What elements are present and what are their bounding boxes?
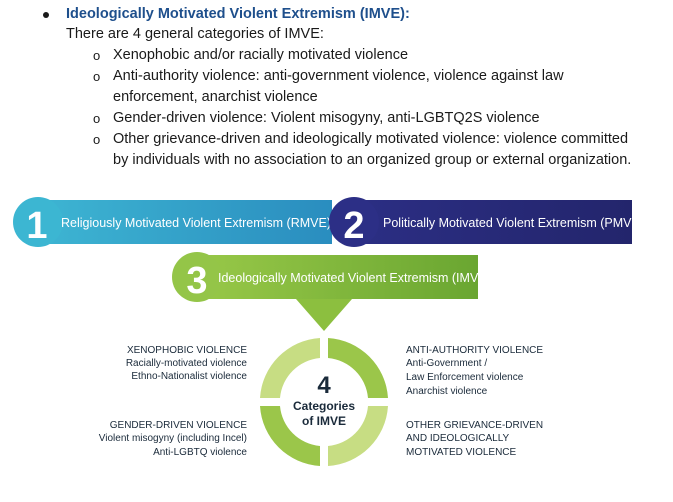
quadrant-anti-authority: ANTI-AUTHORITY VIOLENCE Anti-Government … (406, 345, 543, 397)
quadrant-other-grievance: OTHER GRIEVANCE-DRIVEN AND IDEOLOGICALLY… (406, 420, 543, 458)
quadrant-line: Law Enforcement violence (406, 372, 524, 383)
list-item-continuation: by individuals with no association to an… (113, 152, 632, 168)
banner-imve-label: Ideologically Motivated Violent Extremis… (218, 271, 491, 285)
banner-pmve: 2 Politically Motivated Violent Extremis… (329, 197, 644, 247)
banner-rmve-number: 1 (26, 205, 47, 247)
center-number: 4 (317, 372, 331, 399)
quadrant-line: Racially-motivated violence (126, 358, 248, 369)
banner-pmve-shape (330, 200, 632, 244)
banner-imve-circle (172, 252, 222, 302)
center-line2: of IMVE (302, 414, 346, 428)
quadrant-line: Anarchist violence (406, 386, 488, 397)
list-item: Other grievance-driven and ideologically… (113, 131, 629, 147)
banner-imve-shape (173, 255, 478, 299)
quadrant-title: XENOPHOBIC VIOLENCE (127, 345, 247, 356)
banner-imve-number: 3 (186, 260, 207, 302)
ring-segment-top-right (328, 338, 388, 398)
quadrant-gender-driven: GENDER-DRIVEN VIOLENCE Violent misogyny … (99, 420, 248, 458)
ring-segment-top-left (260, 338, 320, 398)
list-item: Anti-authority violence: anti-government… (113, 68, 564, 84)
banner-rmve-label: Religiously Motivated Violent Extremism … (61, 216, 331, 230)
banner-imve: 3 Ideologically Motivated Violent Extrem… (172, 252, 491, 302)
quadrant-line: Ethno-Nationalist violence (131, 371, 247, 382)
banner-rmve: 1 Religiously Motivated Violent Extremis… (13, 197, 332, 247)
section-heading: Ideologically Motivated Violent Extremis… (66, 6, 410, 22)
banner-rmve-shape (14, 200, 332, 244)
ring-center (284, 362, 364, 442)
sub-bullet-marker: o (93, 132, 101, 147)
banner-rmve-circle (13, 197, 63, 247)
quadrant-line: Anti-Government / (406, 358, 487, 369)
category-ring (260, 338, 388, 466)
quadrant-title: ANTI-AUTHORITY VIOLENCE (406, 345, 543, 356)
banner-pmve-number: 2 (343, 205, 364, 247)
banner-pmve-label: Politically Motivated Violent Extremism … (383, 216, 644, 230)
sub-bullet-marker: o (93, 69, 101, 84)
quadrant-line: Anti-LGBTQ violence (153, 447, 247, 458)
center-line1: Categories (293, 399, 355, 413)
list-item: Gender-driven violence: Violent misogyny… (113, 110, 540, 126)
list-item: Xenophobic and/or racially motivated vio… (113, 47, 409, 63)
ring-segment-bottom-left (260, 406, 320, 466)
sub-bullet-marker: o (93, 111, 101, 126)
ring-segment-bottom-right (328, 406, 388, 466)
quadrant-title: GENDER-DRIVEN VIOLENCE (110, 420, 248, 431)
down-arrow-icon (296, 299, 352, 331)
quadrant-line: Violent misogyny (including Incel) (99, 433, 247, 444)
intro-text: There are 4 general categories of IMVE: (66, 26, 324, 42)
quadrant-xenophobic: XENOPHOBIC VIOLENCE Racially-motivated v… (126, 345, 248, 382)
list-item-continuation: enforcement, anarchist violence (113, 89, 318, 105)
quadrant-line: AND IDEOLOGICALLY (406, 433, 510, 444)
quadrant-line: MOTIVATED VIOLENCE (406, 447, 517, 458)
quadrant-title: OTHER GRIEVANCE-DRIVEN (406, 420, 543, 431)
bullet-dot (43, 12, 49, 18)
sub-bullet-marker: o (93, 48, 101, 63)
banner-pmve-circle (329, 197, 379, 247)
